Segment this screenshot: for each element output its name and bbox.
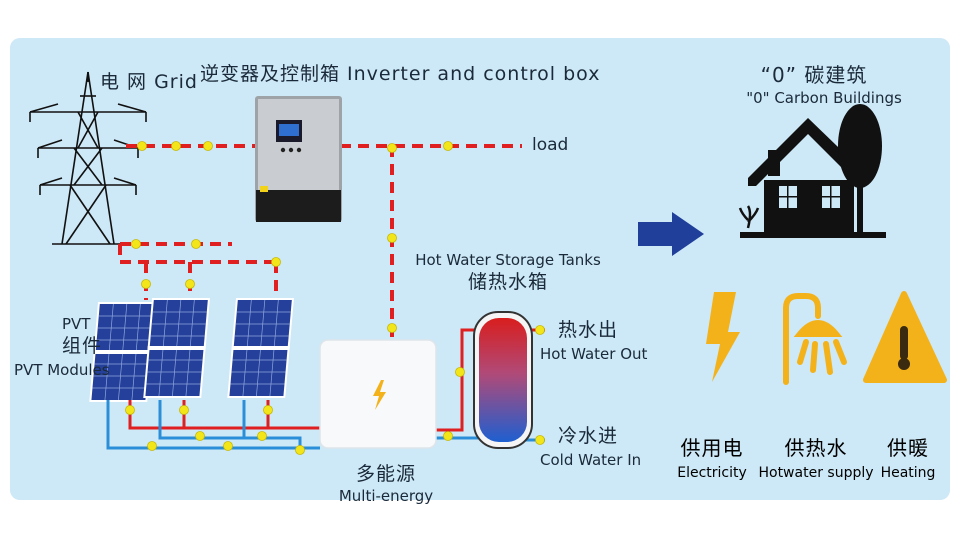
- pvt-cn-label: 组件: [62, 335, 103, 357]
- junction-dot: [535, 435, 545, 445]
- cold-water-in-en: Cold Water In: [540, 451, 642, 469]
- thermometer-warning-icon: [863, 291, 947, 383]
- multi-energy-unit-icon: [319, 339, 437, 449]
- hot-water-tanks-label-cn: 储热水箱: [467, 271, 549, 293]
- hot-water-tanks-label-en: Hot Water Storage Tanks: [415, 251, 601, 269]
- junction-dot: [171, 141, 181, 151]
- junction-dots: [125, 141, 545, 455]
- junction-dot: [195, 431, 205, 441]
- output-electricity-cn: 供用电: [680, 436, 744, 460]
- junction-dot: [141, 279, 151, 289]
- cold-water-in-cn: 冷水进: [558, 425, 619, 447]
- junction-dot: [179, 405, 189, 415]
- hot-water-out-en: Hot Water Out: [540, 345, 648, 363]
- pvt-label: PVT: [62, 315, 91, 333]
- junction-dot: [295, 445, 305, 455]
- junction-dot: [223, 441, 233, 451]
- storage-tank-icon: [473, 311, 533, 449]
- carbon-building-en: "0" Carbon Buildings: [746, 89, 902, 107]
- shower-icon: [783, 293, 847, 385]
- carbon-building-cn: “0” 碳建筑: [760, 63, 868, 87]
- junction-dot: [257, 431, 267, 441]
- solar-panel-icon: [89, 302, 156, 402]
- junction-dot: [131, 239, 141, 249]
- grid-label: 电 网 Grid: [100, 71, 198, 93]
- junction-dot: [147, 441, 157, 451]
- hot-water-out-cn: 热水出: [558, 319, 619, 341]
- house-with-tree-icon: [738, 104, 886, 238]
- multi-energy-cn: 多能源: [355, 463, 417, 485]
- pvt-modules-group: [89, 298, 294, 402]
- output-electricity: 供用电 Electricity: [677, 432, 747, 481]
- junction-dot: [271, 257, 281, 267]
- output-hotwater-cn: 供热水: [784, 436, 848, 460]
- transmission-tower-icon: [29, 71, 147, 245]
- output-hotwater: 供热水 Hotwater supply: [758, 432, 873, 481]
- junction-dot: [185, 279, 195, 289]
- solar-panel-icon: [143, 298, 210, 398]
- output-electricity-en: Electricity: [677, 465, 747, 481]
- pvt-modules-label: PVT Modules: [14, 361, 110, 379]
- junction-dot: [191, 239, 201, 249]
- output-heating-cn: 供暖: [886, 436, 929, 460]
- inverter-box-icon: [255, 96, 342, 222]
- junction-dot: [203, 141, 213, 151]
- lightning-icon: [706, 292, 740, 382]
- inverter-label: 逆变器及控制箱 Inverter and control box: [200, 63, 601, 85]
- junction-dot: [455, 367, 465, 377]
- junction-dot: [387, 143, 397, 153]
- junction-dot: [137, 141, 147, 151]
- output-heating-en: Heating: [880, 465, 936, 481]
- junction-dot: [125, 405, 135, 415]
- junction-dot: [387, 233, 397, 243]
- solar-panel-icon: [227, 298, 294, 398]
- junction-dot: [443, 431, 453, 441]
- junction-dot: [263, 405, 273, 415]
- multi-energy-en: Multi-energy: [338, 487, 434, 505]
- output-hotwater-en: Hotwater supply: [758, 465, 874, 481]
- junction-dot: [443, 141, 453, 151]
- junction-dot: [387, 323, 397, 333]
- junction-dot: [535, 325, 545, 335]
- load-label: load: [532, 135, 569, 155]
- output-heating: 供暖 Heating: [881, 432, 936, 481]
- right-arrow-icon: [638, 212, 704, 256]
